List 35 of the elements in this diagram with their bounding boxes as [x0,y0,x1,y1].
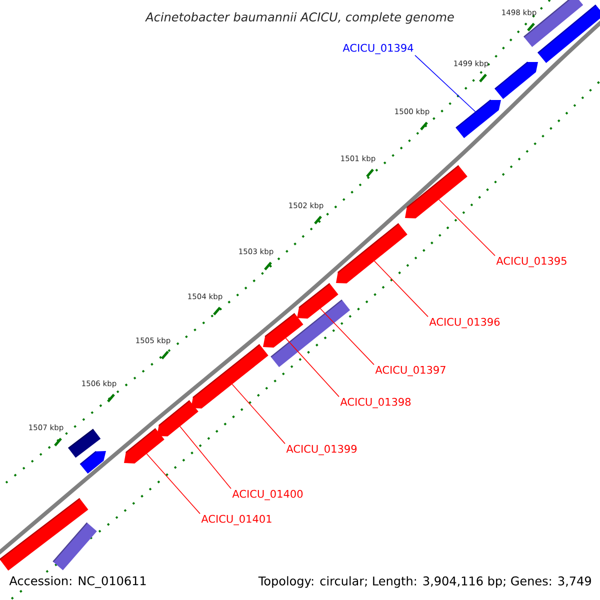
gene-block [157,400,198,436]
leader-line [232,384,286,444]
gene-block [80,450,106,474]
footer-text: Accession: NC_010611 [8,575,148,589]
gene-label: ACICU_01396 [429,318,500,328]
gene-block [494,62,538,100]
leader-line [414,54,476,112]
gene-block [0,498,88,571]
gene-block [191,344,268,408]
gene-label: ACICU_01400 [232,490,303,500]
leader-line [438,199,496,256]
gene-block [336,223,408,284]
gene-block [52,522,97,570]
gene-block [68,428,101,458]
gene-label: ACICU_01395 [496,256,566,268]
gene-block [524,0,584,48]
leader-line [374,260,428,318]
gene-block [263,313,304,348]
leader-line [285,338,340,398]
leader-line [146,453,200,514]
leader-line [180,426,232,490]
leader-line [320,308,374,366]
gene-block [270,299,350,368]
gene-block [124,428,164,464]
gene-label: ACICU_01401 [201,514,272,526]
gene-label: ACICU_01399 [286,444,357,456]
title: Acinetobacter baumannii ACICU, complete genome [145,12,454,24]
gene-block [537,4,600,63]
gene-label: ACICU_01394 [342,44,414,54]
gene-block [297,283,338,319]
gene-block [456,99,501,138]
footer-text: Topology: circular; Length: 3,904,116 bp; Genes: 3,749 [257,575,593,589]
gene-label: ACICU_01397 [375,366,446,376]
gene-label: ACICU_01398 [340,398,411,408]
gene-block [405,165,468,218]
